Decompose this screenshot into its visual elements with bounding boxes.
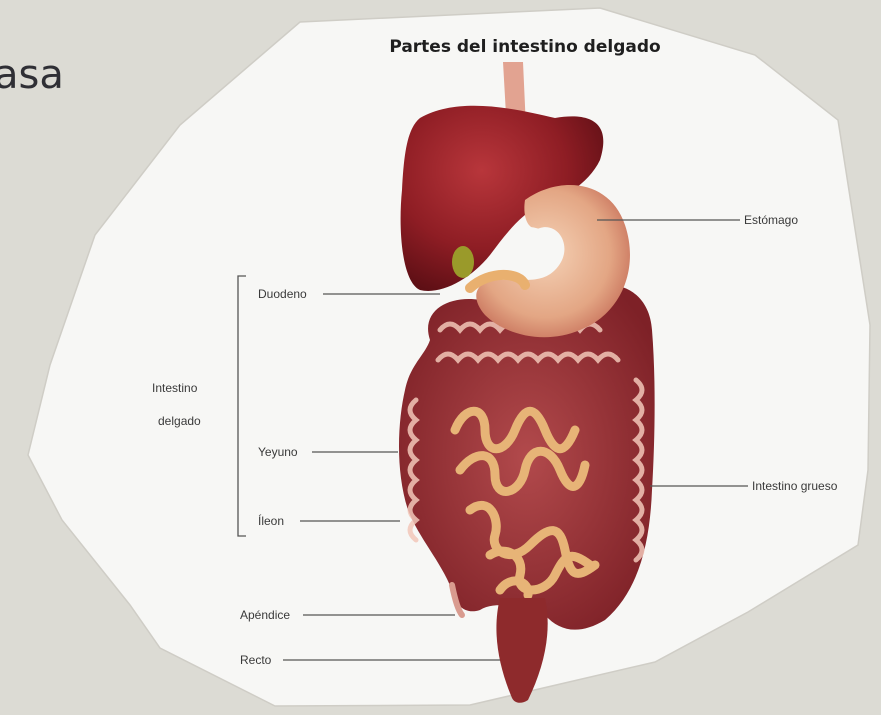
- label-intestino-delgado-2: delgado: [158, 414, 201, 428]
- label-intestino-grueso: Intestino grueso: [752, 479, 838, 493]
- figure-title: Partes del intestino delgado: [389, 37, 660, 57]
- stomach-opening: [507, 227, 551, 263]
- label-recto: Recto: [240, 653, 272, 667]
- label-duodeno: Duodeno: [258, 287, 307, 301]
- label-intestino-delgado-1: Intestino: [152, 381, 198, 395]
- label-apendice: Apéndice: [240, 608, 290, 622]
- label-ileon: Íleon: [258, 513, 284, 528]
- label-estomago: Estómago: [744, 213, 798, 227]
- label-yeyuno: Yeyuno: [258, 445, 298, 459]
- gallbladder: [452, 246, 474, 278]
- handwritten-word: asa: [0, 52, 64, 98]
